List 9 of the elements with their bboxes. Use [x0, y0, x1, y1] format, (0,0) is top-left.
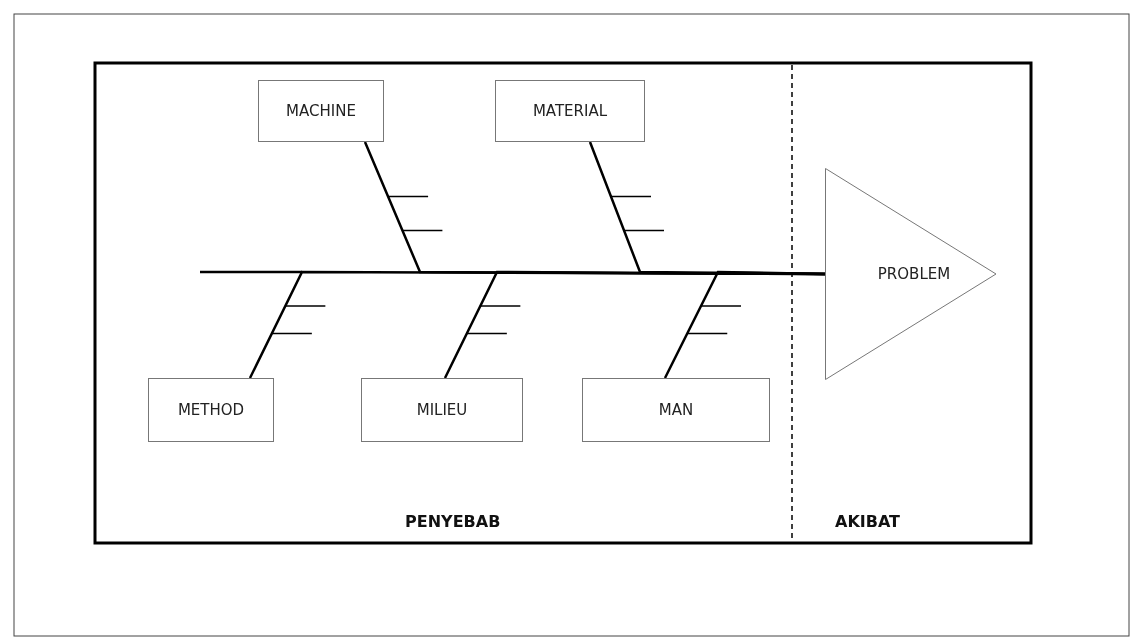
cause-box: MAN	[582, 378, 770, 442]
section-label: AKIBAT	[835, 512, 900, 531]
cause-box: MILIEU	[361, 378, 523, 442]
cause-box: METHOD	[148, 378, 274, 442]
cause-box: MATERIAL	[495, 80, 645, 142]
section-label: PENYEBAB	[405, 512, 501, 531]
cause-box: MACHINE	[258, 80, 384, 142]
bone-line	[663, 270, 826, 379]
effect-triangle: PROBLEM	[825, 168, 997, 380]
